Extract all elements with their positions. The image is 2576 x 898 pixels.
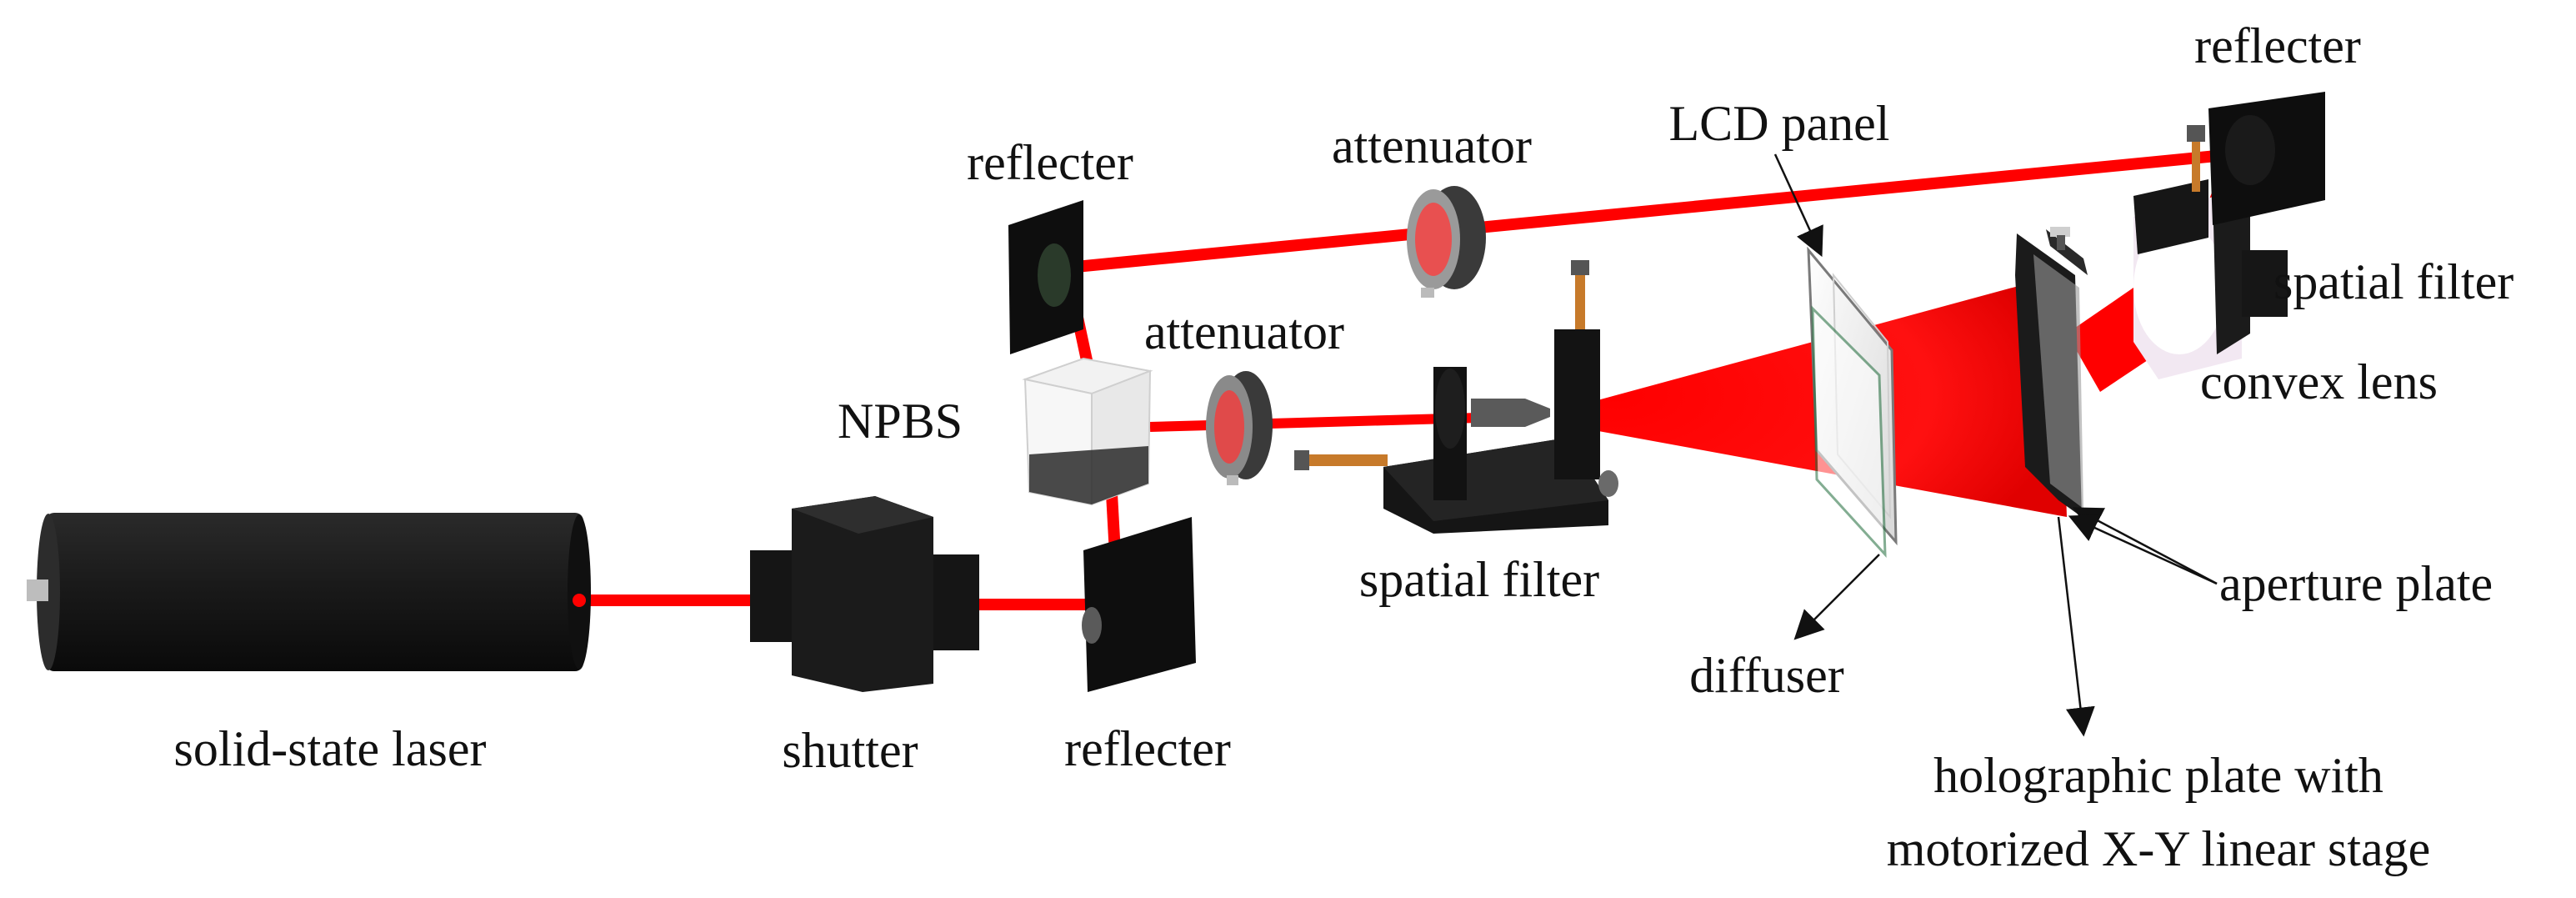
- reflecter-bottom: [1082, 517, 1196, 692]
- label-attenuator-top: attenuator: [1332, 118, 1532, 173]
- leader-aperture-plate-2: [2068, 514, 2218, 585]
- label-aperture-plate: aperture plate: [2219, 556, 2493, 611]
- leader-diffuser: [1793, 554, 1880, 640]
- leader-aperture-plate-1: [2072, 507, 2218, 585]
- label-npbs: NPBS: [838, 394, 963, 449]
- attenuator-mid: [1206, 371, 1273, 485]
- reflecter-top-right: [2133, 92, 2325, 254]
- attenuator-top: [1407, 186, 1486, 298]
- holographic-plate-stage: [2015, 229, 2088, 517]
- solid-state-laser: [27, 513, 591, 671]
- spatial-filter-bottom: [1294, 260, 1618, 534]
- label-holographic-line2: motorized X-Y linear stage: [1886, 821, 2431, 876]
- leader-lines: [1773, 153, 2218, 737]
- label-reflecter-top-right: reflecter: [2194, 18, 2361, 73]
- leader-holographic-plate: [2057, 516, 2095, 737]
- label-attenuator-mid: attenuator: [1144, 304, 1344, 359]
- label-diffuser: diffuser: [1689, 648, 1844, 703]
- label-reflecter-left: reflecter: [967, 135, 1133, 190]
- label-holographic-line1: holographic plate with: [1933, 748, 2383, 803]
- leader-lcd-panel: [1773, 153, 1823, 258]
- label-convex-lens: convex lens: [2200, 354, 2438, 409]
- diffuser: [1811, 305, 1887, 559]
- shutter: [750, 496, 979, 692]
- label-shutter: shutter: [782, 723, 918, 778]
- label-lcd-panel: LCD panel: [1668, 96, 1890, 151]
- label-spatial-filter-right: spatial filter: [2273, 254, 2514, 309]
- label-solid-state-laser: solid-state laser: [173, 721, 487, 776]
- beam-upper-path: [1058, 148, 2234, 274]
- reflecter-left: [1008, 200, 1083, 354]
- label-reflecter-bottom: reflecter: [1064, 721, 1231, 776]
- npbs-cube: [1022, 357, 1153, 506]
- label-spatial-filter-bottom: spatial filter: [1358, 552, 1600, 607]
- spatial-filter-right: [2050, 179, 2288, 379]
